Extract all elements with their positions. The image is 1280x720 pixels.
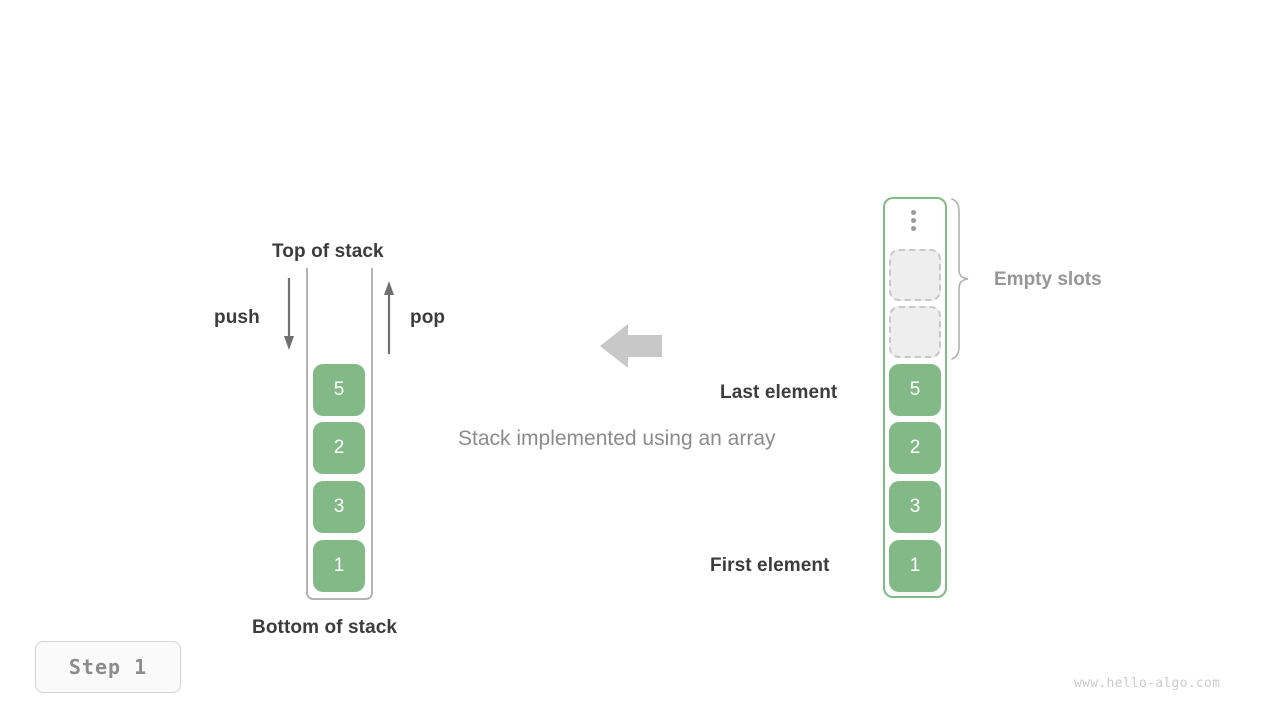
stack-container	[306, 268, 373, 600]
stack-cell: 2	[313, 422, 365, 474]
top-of-stack-label: Top of stack	[272, 241, 384, 262]
push-arrow-icon	[284, 278, 294, 350]
array-container	[883, 197, 947, 598]
arrow-left-icon	[600, 324, 662, 368]
empty-slots-label: Empty slots	[994, 269, 1102, 290]
empty-slot	[889, 306, 941, 358]
last-element-label: Last element	[720, 382, 838, 403]
push-label: push	[214, 307, 260, 328]
watermark: www.hello-algo.com	[1074, 676, 1221, 691]
vertical-ellipsis-icon	[910, 210, 917, 231]
stack-cell: 1	[313, 540, 365, 592]
step-badge: Step 1	[35, 641, 181, 693]
stack-cell: 5	[313, 364, 365, 416]
empty-slots-brace-icon	[951, 198, 969, 360]
stack-cell: 3	[313, 481, 365, 533]
pop-label: pop	[410, 307, 446, 328]
array-cell: 3	[889, 481, 941, 533]
first-element-label: First element	[710, 555, 830, 576]
bottom-of-stack-label: Bottom of stack	[252, 617, 398, 638]
diagram-caption: Stack implemented using an array	[458, 427, 776, 450]
array-cell: 5	[889, 364, 941, 416]
array-cell: 2	[889, 422, 941, 474]
array-cell: 1	[889, 540, 941, 592]
pop-arrow-icon	[384, 281, 394, 354]
empty-slot	[889, 249, 941, 301]
